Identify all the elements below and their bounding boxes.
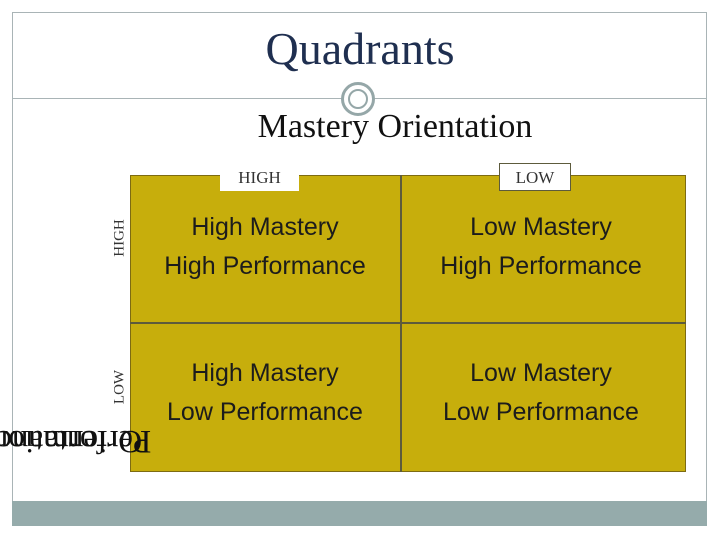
mastery-axis-title: Mastery Orientation: [257, 108, 533, 145]
grid-horizontal-divider: [130, 322, 686, 324]
slide-title: Quadrants: [265, 23, 455, 74]
quadrant-bottom-right: Low Mastery Low Performance: [407, 320, 675, 466]
row-label-low: LOW: [111, 345, 129, 429]
row-label-high-text: HIGH: [111, 219, 128, 257]
column-label-high: HIGH: [220, 163, 299, 191]
quadrant-top-right: Low Mastery High Performance: [407, 174, 675, 320]
quadrant-bottom-right-line2: Low Performance: [443, 398, 639, 426]
quadrant-top-left-line1: High Mastery: [191, 213, 339, 241]
quadrant-top-right-line1: Low Mastery: [470, 213, 612, 241]
row-label-low-text: LOW: [111, 369, 128, 405]
row-label-high: HIGH: [111, 194, 129, 282]
ring-inner-icon: [348, 89, 368, 109]
quadrant-bottom-left-line1: High Mastery: [191, 359, 339, 387]
footer-bar: [12, 501, 707, 526]
quadrant-top-left: High Mastery High Performance: [131, 174, 399, 320]
column-label-low: LOW: [499, 163, 571, 191]
quadrant-top-right-line2: High Performance: [440, 252, 642, 280]
ring-ornament-icon: [341, 82, 375, 116]
quadrant-bottom-right-line1: Low Mastery: [470, 359, 612, 387]
quadrant-top-left-line2: High Performance: [164, 252, 366, 280]
quadrant-bottom-left-line2: Low Performance: [167, 398, 363, 426]
quadrant-bottom-left: High Mastery Low Performance: [131, 320, 399, 466]
